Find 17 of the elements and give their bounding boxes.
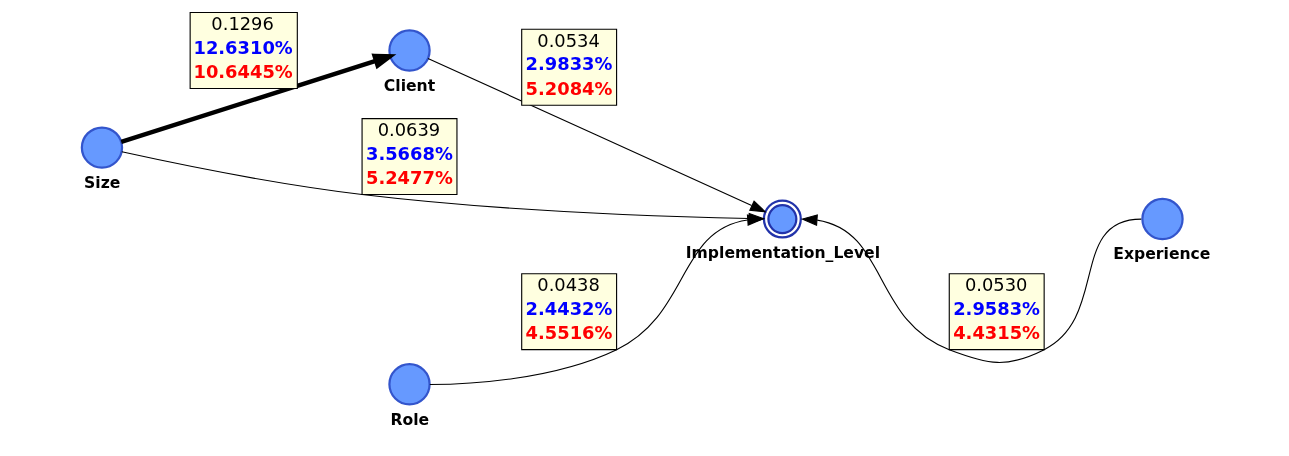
edge-label: 0.0438 2.4432% 4.5516% [525,274,613,344]
node-label: Role [390,410,430,429]
arrow [120,53,397,144]
node-circle [80,126,124,169]
node-circle [1141,197,1184,241]
arrow [800,214,1142,363]
node-circle [388,29,431,72]
edge-label: 0.0639 3.5668% 5.2477% [365,119,453,189]
edge-label: 0.0534 2.9833% 5.2084% [525,29,613,99]
node-label: Size [84,174,121,193]
edge-label: 0.1296 12.6310% 10.6445% [193,13,293,83]
node-label: Client [383,76,436,95]
node-label: Experience [1113,245,1211,264]
node-target [762,199,802,239]
edge-label: 0.0530 2.9583% 4.4315% [953,274,1040,344]
node-circle [388,363,431,406]
arrow [427,57,767,213]
